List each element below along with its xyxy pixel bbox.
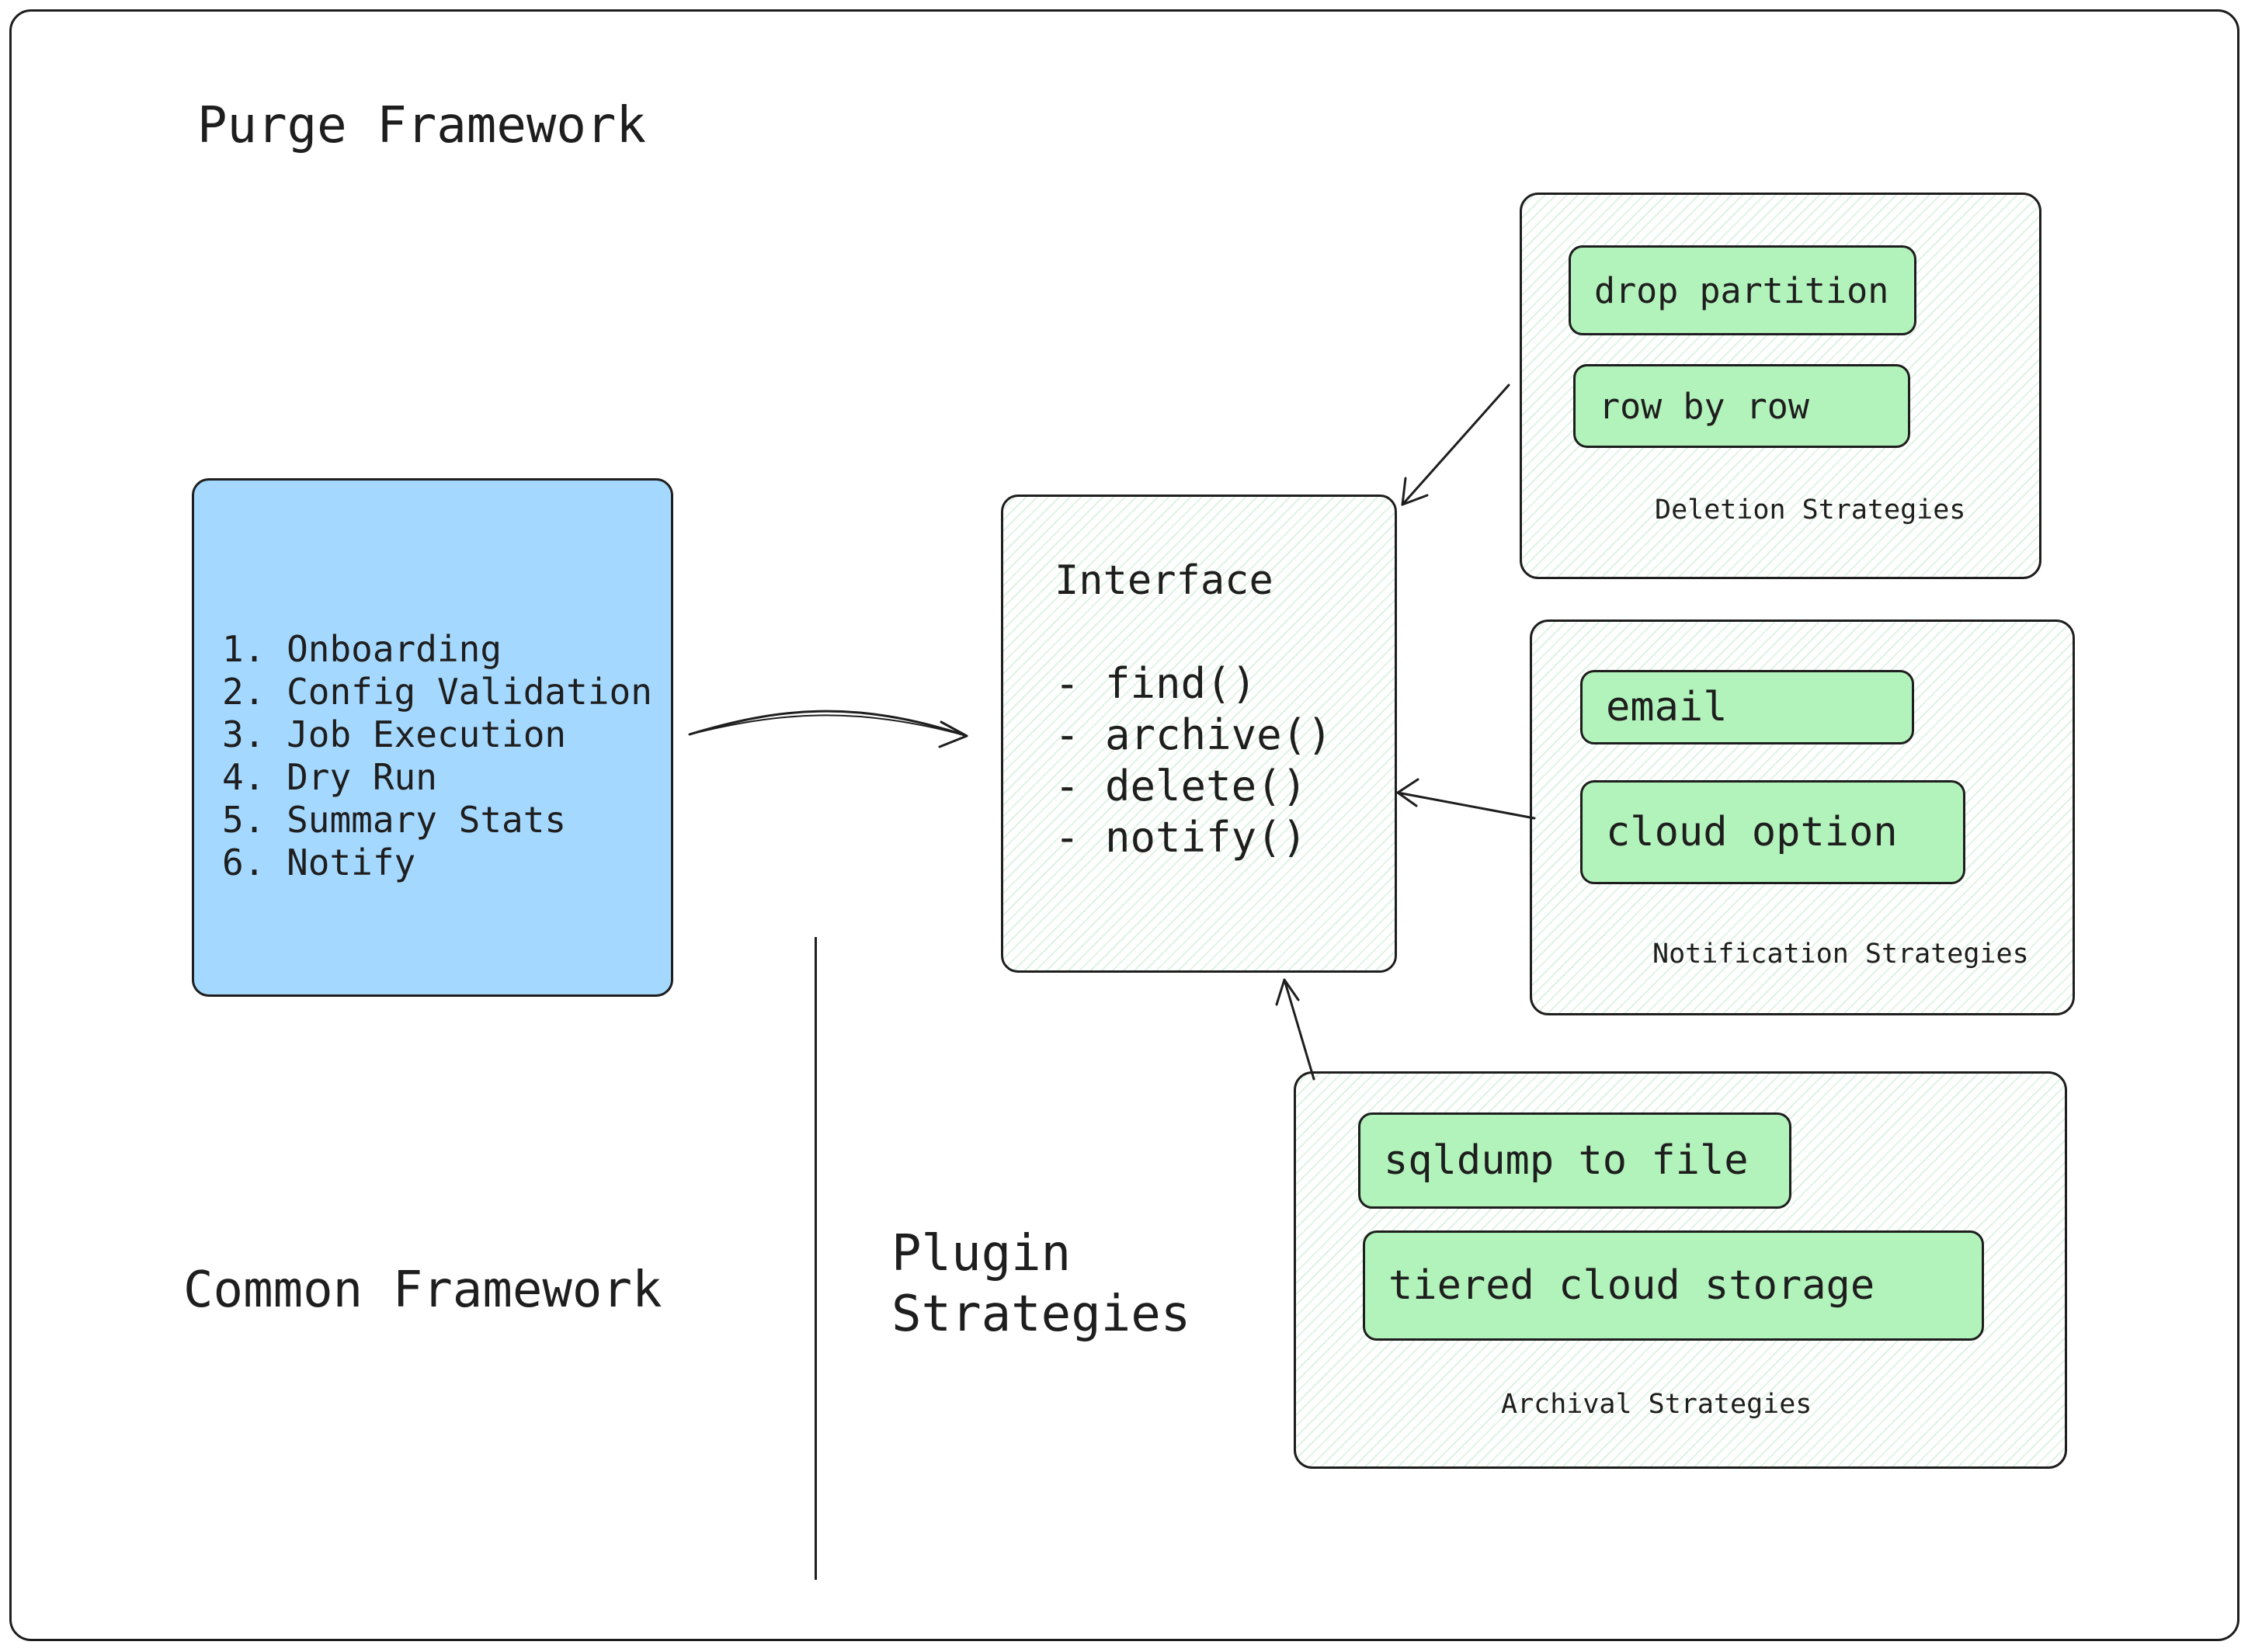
strategy-pill-label: sqldump to file [1384,1137,1749,1184]
strategy-pill-cloud-option[interactable]: cloud option [1580,780,1965,884]
common-step: 4. Dry Run [222,756,437,798]
interface-box[interactable]: Interface - find() - archive() - delete(… [1001,495,1397,973]
section-divider [815,937,817,1580]
interface-title: Interface [1055,557,1273,604]
strategy-pill-label: email [1606,684,1728,731]
strategy-pill-label: tiered cloud storage [1388,1262,1875,1309]
common-step: 5. Summary Stats [222,799,567,841]
strategy-pill-label: drop partition [1594,269,1889,311]
common-step: 6. Notify [222,842,416,883]
strategy-pill-drop-partition[interactable]: drop partition [1569,245,1916,335]
interface-methods: - find() - archive() - delete() - notify… [1055,658,1333,863]
strategy-pill-sqldump[interactable]: sqldump to file [1358,1112,1791,1209]
plugin-strategies-line: Strategies [891,1286,1191,1343]
common-framework-box[interactable]: 1. Onboarding 2. Config Validation 3. Jo… [192,478,673,997]
deletion-strategies-group[interactable]: drop partition row by row Deletion Strat… [1520,193,2041,579]
common-step: 2. Config Validation [222,671,652,713]
interface-method: - find() [1055,659,1257,708]
notification-strategies-group[interactable]: email cloud option Notification Strategi… [1530,620,2075,1015]
strategy-pill-label: cloud option [1606,809,1898,856]
common-steps-list: 1. Onboarding 2. Config Validation 3. Jo… [222,628,652,884]
common-step: 1. Onboarding [222,628,502,670]
plugin-strategies-line: Plugin [891,1225,1072,1282]
strategy-pill-email[interactable]: email [1580,670,1914,744]
strategy-pill-row-by-row[interactable]: row by row [1573,364,1910,448]
interface-method: - notify() [1055,813,1308,862]
strategy-pill-label: row by row [1599,385,1809,427]
purge-framework-title: Purge Framework [197,97,646,154]
interface-method: - delete() [1055,762,1308,810]
strategy-pill-tiered-cloud[interactable]: tiered cloud storage [1363,1230,1984,1341]
archival-strategies-group[interactable]: sqldump to file tiered cloud storage Arc… [1294,1071,2067,1469]
interface-method: - archive() [1055,710,1333,759]
canvas-frame [9,9,2239,1641]
deletion-strategies-label: Deletion Strategies [1655,495,1966,526]
archival-strategies-label: Archival Strategies [1501,1389,1812,1420]
plugin-strategies-label: Plugin Strategies [891,1223,1190,1345]
notification-strategies-label: Notification Strategies [1652,939,2029,970]
common-framework-label: Common Framework [183,1262,662,1319]
common-step: 3. Job Execution [222,713,567,755]
